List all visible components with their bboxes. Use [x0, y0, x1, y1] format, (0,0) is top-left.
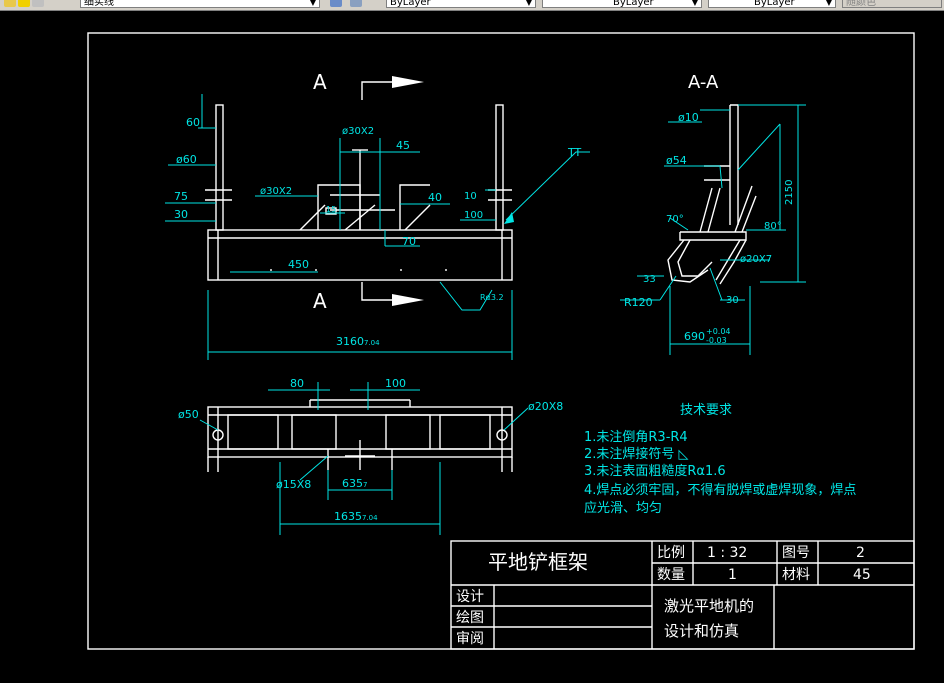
roughness-ra32: Rα3.2 — [480, 293, 504, 302]
properties-toolbar: 细实线 ▼ ByLayer ▼ ByLayer ▼ ByLayer ▼ 随颜色 — [0, 0, 944, 11]
technical-requirements: 技术要求 1.未注倒角R3-R4 2.未注焊接符号 ◺ 3.未注表面粗糙度Rα1… — [584, 403, 856, 516]
section-arrow-icon — [392, 76, 424, 88]
dim-40: 40 — [428, 191, 442, 204]
dim-75: 75 — [174, 190, 188, 203]
layer-lock-icon[interactable] — [32, 0, 44, 7]
material-label: 材料 — [782, 567, 810, 583]
quantity-label: 数量 — [657, 567, 685, 583]
scale-value: 1 : 32 — [707, 545, 747, 561]
requirement-item: 3.未注表面粗糙度Rα1.6 — [584, 463, 726, 479]
requirement-item: 4.焊点必须牢固，不得有脱焊或虚焊现象，焊点 — [584, 482, 856, 498]
lineweight-dropdown[interactable]: ByLayer ▼ — [708, 0, 836, 8]
project-name-line2: 设计和仿真 — [664, 622, 739, 640]
dim-dia30x2-left: ø30X2 — [260, 186, 292, 197]
chevron-down-icon[interactable]: ▼ — [825, 0, 833, 7]
dim-33: 33 — [643, 274, 656, 285]
linetype-dropdown[interactable]: ByLayer ▼ — [542, 0, 702, 8]
dim-10: 10 — [464, 191, 477, 202]
drawing-canvas[interactable]: A A — [0, 11, 944, 679]
layer-manager-icon[interactable] — [330, 0, 342, 7]
dim-450: 450 — [288, 258, 309, 271]
scale-label: 比例 — [657, 545, 685, 561]
dim-635: 6357 — [342, 477, 367, 490]
dim-3160: 31607.04 — [336, 335, 380, 348]
quantity-value: 1 — [728, 567, 737, 583]
dim-angle-70: 70° — [666, 214, 684, 225]
requirement-item: 1.未注倒角R3-R4 — [584, 430, 688, 445]
dim-100: 100 — [464, 210, 483, 221]
layer-state-icon[interactable] — [4, 0, 16, 7]
dim-dia60: ø60 — [176, 153, 197, 166]
review-label: 审阅 — [456, 631, 484, 647]
dim-1635: 16357.04 — [334, 510, 378, 523]
requirement-item: 应光滑、均匀 — [584, 500, 662, 516]
layer-dropdown-value: 细实线 — [84, 0, 114, 8]
dim-30: 30 — [174, 208, 188, 221]
dim-2150: 2150 — [784, 180, 795, 205]
weld-symbol-tt: TT — [567, 146, 582, 159]
dim-angle-80: 80° — [764, 221, 782, 232]
front-view: A A — [165, 70, 590, 360]
section-mark-top: A — [313, 70, 327, 94]
dim-690-tol-minus: -0.03 — [706, 336, 727, 345]
material-value: 45 — [853, 567, 871, 583]
title-block: 平地铲框架 比例 1 : 32 图号 2 数量 1 材料 45 设计 绘图 审阅… — [450, 540, 915, 650]
linetype-dropdown-value: ByLayer — [613, 0, 654, 8]
dim-80: 80 — [290, 377, 304, 390]
chevron-down-icon[interactable]: ▼ — [691, 0, 699, 7]
plotstyle-dropdown[interactable]: 随颜色 — [842, 0, 942, 8]
dim-690: 690 — [684, 330, 705, 343]
lineweight-dropdown-value: ByLayer — [754, 0, 795, 8]
requirement-item: 2.未注焊接符号 ◺ — [584, 446, 689, 462]
section-arrow-icon — [392, 294, 424, 306]
dim-60: 60 — [186, 116, 200, 129]
dim-15: 15 — [326, 205, 336, 214]
plan-view: 80 100 ø50 ø20X8 ø15X8 6357 16357.04 — [178, 377, 563, 535]
dim-dia30x2-top: ø30X2 — [342, 126, 374, 137]
section-view-title: A-A — [688, 72, 719, 93]
dim-dia10: ø10 — [678, 111, 699, 124]
chevron-down-icon[interactable]: ▼ — [309, 0, 317, 7]
part-name: 平地铲框架 — [488, 550, 588, 574]
dim-690-tol-plus: +0.04 — [706, 327, 731, 336]
color-dropdown-value: ByLayer — [390, 0, 431, 8]
color-dropdown[interactable]: ByLayer ▼ — [386, 0, 536, 8]
dim-dia50: ø50 — [178, 408, 199, 421]
chevron-down-icon[interactable]: ▼ — [525, 0, 533, 7]
drawing-no-value: 2 — [856, 545, 865, 561]
leader-arrow-icon — [504, 212, 514, 224]
section-mark-bottom: A — [313, 289, 327, 313]
project-name-line1: 激光平地机的 — [664, 597, 754, 615]
layer-previous-icon[interactable] — [350, 0, 362, 7]
design-label: 设计 — [456, 589, 484, 605]
layer-color-icon[interactable] — [18, 0, 30, 7]
layer-dropdown[interactable]: 细实线 ▼ — [80, 0, 320, 8]
dim-dia54: ø54 — [666, 154, 687, 167]
drawing-no-label: 图号 — [782, 545, 810, 561]
dim-100-plan: 100 — [385, 377, 406, 390]
dim-dia20x8: ø20X8 — [528, 400, 563, 413]
requirements-title: 技术要求 — [680, 403, 732, 418]
section-view: A-A — [620, 72, 806, 355]
dim-70: 70 — [402, 235, 416, 248]
dim-dia15x8: ø15X8 — [276, 478, 311, 491]
draw-label: 绘图 — [456, 610, 484, 626]
dim-r120: R120 — [624, 296, 653, 309]
dim-30-section: 30 — [726, 295, 739, 306]
dim-dia20x7: ø20X7 — [740, 254, 772, 265]
plotstyle-dropdown-value: 随颜色 — [846, 0, 876, 8]
dim-45: 45 — [396, 139, 410, 152]
